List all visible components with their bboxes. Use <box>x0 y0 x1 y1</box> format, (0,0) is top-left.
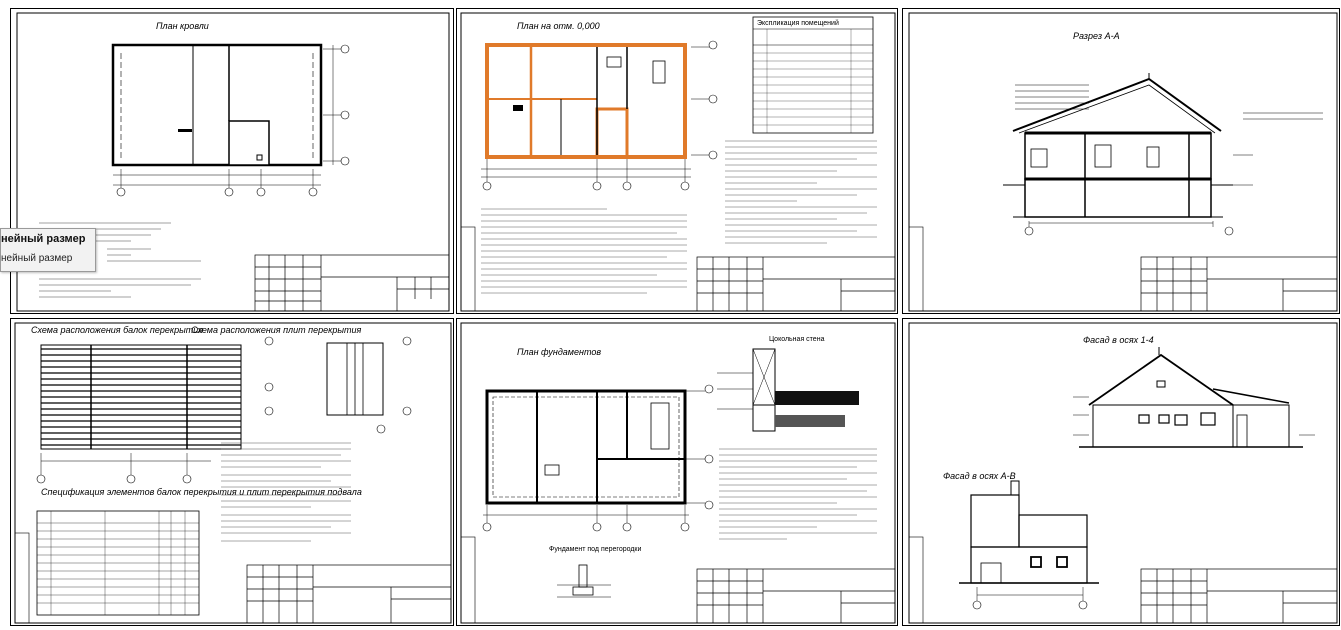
section-title: Разрез А-А <box>1073 31 1120 41</box>
section-drawing: Разрез А-А <box>908 12 1338 312</box>
roof-plan-drawing: План кровли <box>16 12 450 312</box>
sheet-facades[interactable]: Фасад в осях 1-4 Фасад в осях А-В <box>902 318 1340 626</box>
tooltip-subtitle: нейный размер <box>1 253 73 264</box>
roof-plan-title: План кровли <box>156 21 209 31</box>
dimension-tooltip: нейный размер нейный размер <box>0 228 96 272</box>
facade-top-title: Фасад в осях 1-4 <box>1083 335 1154 345</box>
foundation-detail-title: Фундамент под перегородки <box>549 546 641 553</box>
sheet-foundation[interactable]: План фундаментов Цокольная стена <box>456 318 898 626</box>
beams-title-right: Схема расположения плит перекрытия <box>191 325 361 335</box>
beams-title-left: Схема расположения балок перекрытия <box>31 325 203 335</box>
explication-table-title: Экспликация помещений <box>757 19 839 27</box>
floor-plan-drawing: План на отм. 0,000 Экспликация помещений <box>460 12 896 312</box>
sheet-beams[interactable]: Схема расположения балок перекрытия Схем… <box>10 318 454 626</box>
tooltip-title: нейный размер <box>1 233 86 245</box>
sheet-floor-plan[interactable]: План на отм. 0,000 Экспликация помещений <box>456 8 898 314</box>
floor-plan-title: План на отм. 0,000 <box>517 21 600 31</box>
beams-drawing: Схема расположения балок перекрытия Схем… <box>14 322 452 624</box>
sheet-section[interactable]: Разрез А-А <box>902 8 1340 314</box>
facade-bottom-title: Фасад в осях А-В <box>943 471 1016 481</box>
spec-title: Спецификация элементов балок перекрытия … <box>41 487 362 497</box>
foundation-title: План фундаментов <box>517 347 601 357</box>
foundation-drawing: План фундаментов Цокольная стена <box>460 322 896 624</box>
wall-detail-title: Цокольная стена <box>769 336 825 343</box>
facades-drawing: Фасад в осях 1-4 Фасад в осях А-В <box>908 322 1338 624</box>
